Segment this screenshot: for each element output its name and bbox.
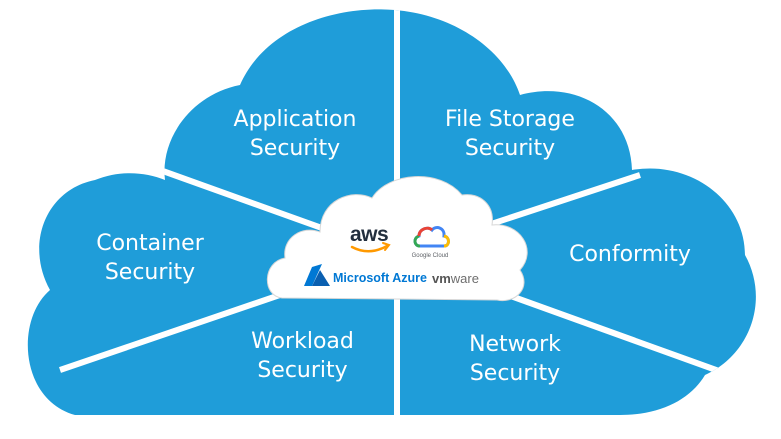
container-security-label: Container Security xyxy=(96,231,204,285)
aws-smile-icon xyxy=(350,244,389,253)
center-cloud xyxy=(266,176,528,302)
azure-icon xyxy=(304,264,330,286)
file-storage-security-label: File Storage Security xyxy=(445,107,575,161)
application-security-label: Application Security xyxy=(233,107,357,161)
google-cloud-logo: Google Cloud xyxy=(411,253,449,259)
conformity-label: Conformity xyxy=(569,242,691,267)
workload-security-label: Workload Security xyxy=(251,329,354,383)
vmware-logo: vmware xyxy=(432,271,479,286)
microsoft-azure-logo: Microsoft Azure xyxy=(333,271,427,285)
google-cloud-icon xyxy=(413,226,450,248)
network-security-label: Network Security xyxy=(469,332,561,386)
aws-logo: aws xyxy=(350,223,389,246)
